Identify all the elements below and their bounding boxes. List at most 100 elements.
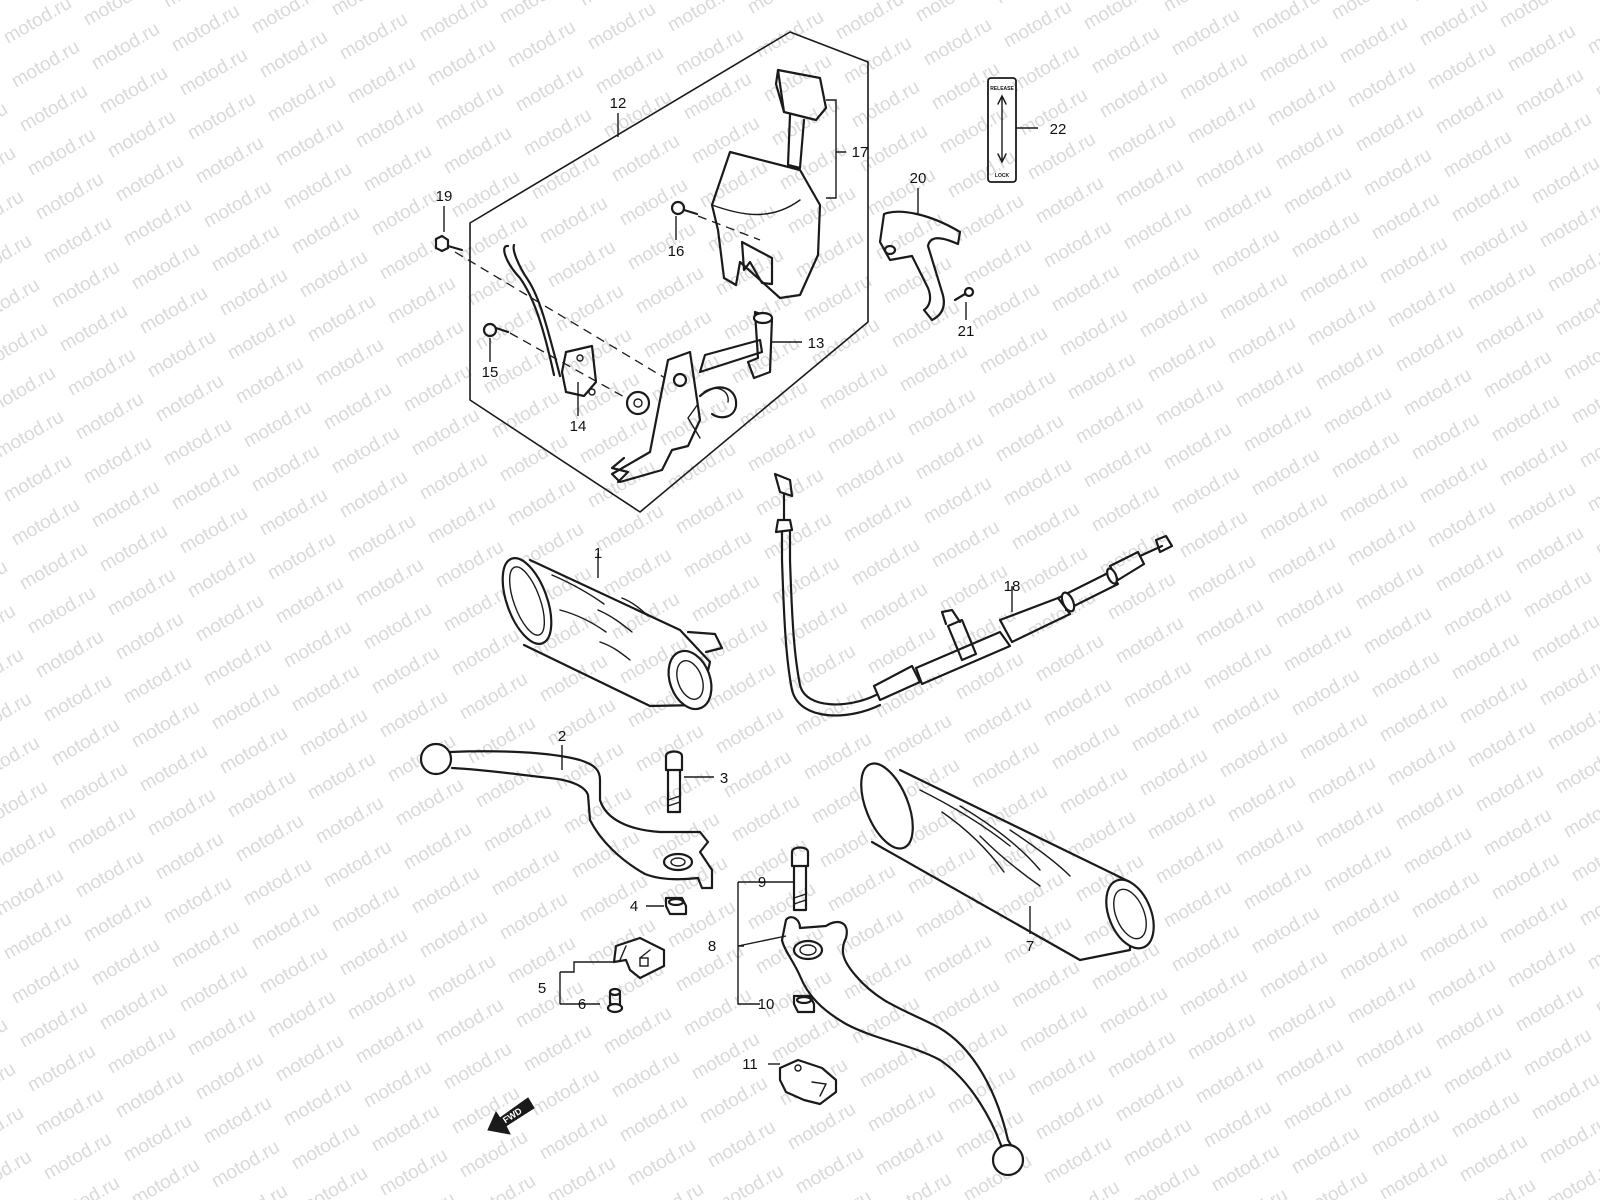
watermark-text: motod.ru <box>1280 621 1355 677</box>
watermark-text: motod.ru <box>352 97 427 153</box>
watermark-text: motod.ru <box>104 1023 179 1079</box>
watermark-text: motod.ru <box>1104 1027 1179 1083</box>
watermark-text: motod.ru <box>368 643 443 699</box>
watermark-text: motod.ru <box>848 77 923 133</box>
watermark-text: motod.ru <box>120 1111 195 1167</box>
watermark-text: motod.ru <box>632 721 707 777</box>
watermark-text: motod.ru <box>320 837 395 893</box>
callout-14: 14 <box>570 418 587 435</box>
watermark-text: motod.ru <box>128 239 203 295</box>
part-15-screw <box>482 322 510 338</box>
callout-11: 11 <box>742 1056 758 1073</box>
watermark-text: motod.ru <box>176 503 251 559</box>
watermark-text: motod.ru <box>352 1013 427 1069</box>
watermark-text: motod.ru <box>424 35 499 91</box>
watermark-text: motod.ru <box>424 951 499 1007</box>
watermark-text: motod.ru <box>1040 675 1115 731</box>
watermark-text: motod.ru <box>1192 1053 1267 1109</box>
watermark-text: motod.ru <box>1512 981 1587 1037</box>
watermark-text: motod.ru <box>1168 463 1243 519</box>
watermark-text: motod.ru <box>160 415 235 471</box>
callout-20: 20 <box>910 170 927 187</box>
watermark-text: motod.ru <box>1352 101 1427 157</box>
watermark-text: motod.ru <box>1200 1097 1275 1153</box>
watermark-text: motod.ru <box>1496 435 1571 491</box>
assembly-line-15 <box>509 332 627 399</box>
callout-2: 2 <box>558 728 566 745</box>
watermark-text: motod.ru <box>1256 947 1331 1003</box>
watermark-text: motod.ru <box>184 547 259 603</box>
watermark-text: motod.ru <box>1528 153 1600 209</box>
watermark-text: motod.ru <box>1360 1061 1435 1117</box>
watermark-text: motod.ru <box>48 715 123 771</box>
watermark-text: motod.ru <box>1024 1045 1099 1101</box>
watermark-text: motod.ru <box>416 449 491 505</box>
watermark-text: motod.ru <box>136 283 211 339</box>
watermark-text: motod.ru <box>1384 735 1459 791</box>
part-4-nut <box>664 896 688 916</box>
watermark-text: motod.ru <box>240 855 315 911</box>
part-21-screw <box>953 286 975 302</box>
watermark-text: motod.ru <box>544 1153 619 1200</box>
watermark-text: motod.ru <box>864 1081 939 1137</box>
watermark-text: motod.ru <box>792 1143 867 1199</box>
watermark-text: motod.ru <box>360 599 435 655</box>
watermark-text: motod.ru <box>328 423 403 479</box>
watermark-text: motod.ru <box>1008 499 1083 555</box>
watermark-text: motod.ru <box>56 301 131 357</box>
watermark-text: motod.ru <box>24 583 99 639</box>
watermark-text: motod.ru <box>1384 277 1459 333</box>
watermark-text: motod.ru <box>856 1037 931 1093</box>
watermark-text: motod.ru <box>360 141 435 197</box>
callout-18: 18 <box>1004 578 1021 595</box>
callouts: 12 19 16 15 14 13 17 20 21 22 1 18 2 3 4… <box>436 95 1067 1073</box>
watermark-text: motod.ru <box>504 17 579 73</box>
watermark-text: motod.ru <box>624 219 699 275</box>
watermark-text: motod.ru <box>1288 665 1363 721</box>
callout-17: 17 <box>852 144 869 161</box>
watermark-text: motod.ru <box>344 53 419 109</box>
watermark-text: motod.ru <box>1464 259 1539 315</box>
watermark-text: motod.ru <box>1432 999 1507 1055</box>
watermark-text: motod.ru <box>1320 841 1395 897</box>
watermark-text: motod.ru <box>752 465 827 521</box>
callout-4: 4 <box>630 898 638 915</box>
watermark-text: motod.ru <box>928 517 1003 573</box>
watermark-text: motod.ru <box>1456 673 1531 729</box>
watermark-text: motod.ru <box>416 907 491 963</box>
watermark-text: motod.ru <box>1016 1001 1091 1057</box>
watermark-text: motod.ru <box>1120 1115 1195 1171</box>
watermark-text: motod.ru <box>32 627 107 683</box>
watermark-text: motod.ru <box>184 89 259 145</box>
watermark-text: motod.ru <box>1280 1079 1355 1135</box>
watermark-text: motod.ru <box>1000 455 1075 511</box>
watermark-text: motod.ru <box>696 1073 771 1129</box>
watermark-text: motod.ru <box>1072 393 1147 449</box>
watermark-text: motod.ru <box>312 793 387 849</box>
watermark-text: motod.ru <box>16 81 91 137</box>
watermark-text: motod.ru <box>1184 551 1259 607</box>
watermark-text: motod.ru <box>880 711 955 767</box>
watermark-text: motod.ru <box>1248 903 1323 959</box>
watermark-text: motod.ru <box>560 325 635 381</box>
watermark-text: motod.ru <box>688 571 763 627</box>
watermark-text: motod.ru <box>424 493 499 549</box>
watermark-text: motod.ru <box>584 0 659 54</box>
watermark-text: motod.ru <box>600 545 675 601</box>
watermark-text: motod.ru <box>1208 225 1283 281</box>
watermark-text: motod.ru <box>1432 83 1507 139</box>
part-16-screw <box>670 200 699 216</box>
watermark-text: motod.ru <box>744 421 819 477</box>
callout-10: 10 <box>758 996 775 1013</box>
watermark-text: motod.ru <box>1056 305 1131 361</box>
watermark-text: motod.ru <box>1152 375 1227 431</box>
watermark-text: motod.ru <box>936 561 1011 617</box>
watermark-text: motod.ru <box>1528 1069 1600 1125</box>
watermark-text: motod.ru <box>1224 313 1299 369</box>
watermark-text: motod.ru <box>1544 241 1600 297</box>
watermark-text: motod.ru <box>344 969 419 1025</box>
watermark-text: motod.ru <box>568 827 643 883</box>
watermark-text: motod.ru <box>744 879 819 935</box>
watermark-text: motod.ru <box>1136 287 1211 343</box>
watermark-text: motod.ru <box>192 1049 267 1105</box>
